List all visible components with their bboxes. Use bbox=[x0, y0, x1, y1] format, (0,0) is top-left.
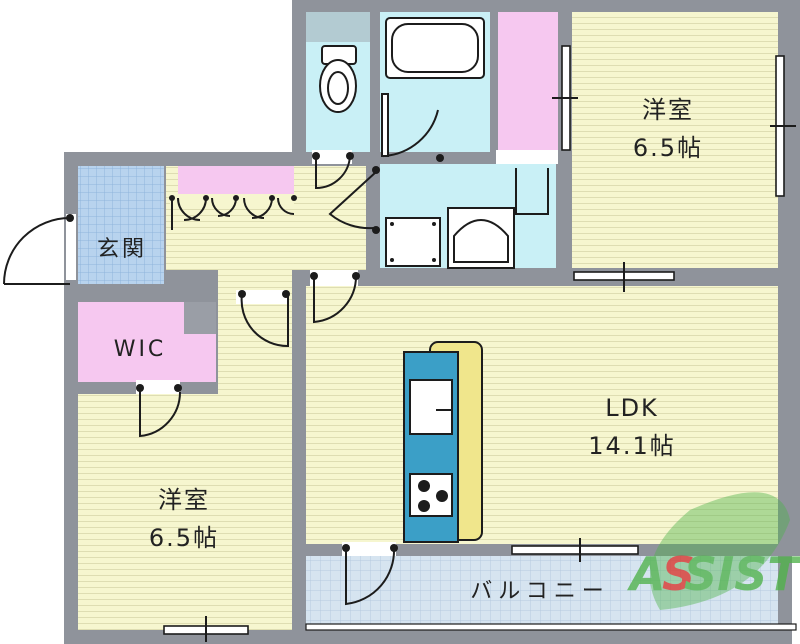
shoe-closet-doors[interactable] bbox=[169, 194, 297, 230]
wic-door[interactable] bbox=[136, 380, 182, 438]
north-bedroom-door[interactable] bbox=[496, 150, 558, 164]
ldk-floor bbox=[306, 286, 778, 544]
wic-label: WIC bbox=[114, 337, 167, 362]
entrance-label: 玄関 bbox=[97, 237, 147, 262]
bedroom-south-size: 6.5帖 bbox=[149, 524, 219, 552]
wash-counter bbox=[515, 168, 549, 215]
stove-icon bbox=[409, 473, 453, 517]
toilet-fixture bbox=[319, 45, 357, 113]
washing-machine-pan bbox=[385, 217, 441, 267]
closet-north bbox=[498, 12, 558, 152]
bedroom-north-name: 洋室 bbox=[642, 96, 694, 124]
entrance-floor bbox=[78, 166, 164, 284]
sink-icon bbox=[409, 379, 453, 435]
ldk-door[interactable] bbox=[310, 270, 360, 324]
bathroom-door[interactable] bbox=[381, 93, 444, 162]
washbasin-fixture bbox=[447, 207, 515, 269]
wic-corner bbox=[184, 302, 216, 334]
balcony-rail bbox=[305, 623, 797, 631]
assist-logo: A S SIST bbox=[627, 492, 800, 610]
bedroom-north-size: 6.5帖 bbox=[633, 134, 703, 162]
toilet-door[interactable] bbox=[312, 150, 354, 190]
ldk-name: LDK bbox=[605, 394, 659, 422]
washroom-door[interactable] bbox=[328, 166, 380, 234]
balcony-floor bbox=[306, 556, 778, 626]
entrance-door[interactable] bbox=[3, 214, 76, 285]
svg-text:A: A bbox=[627, 547, 666, 601]
svg-text:S: S bbox=[662, 547, 695, 601]
balcony-door[interactable] bbox=[342, 542, 398, 606]
balcony-label: バルコニー bbox=[470, 579, 610, 604]
bedroom-south-name: 洋室 bbox=[158, 486, 210, 514]
ldk-size: 14.1帖 bbox=[588, 432, 675, 460]
bedroom-south-floor bbox=[78, 394, 292, 630]
toilet-corner bbox=[306, 12, 370, 42]
shoe-closet bbox=[178, 166, 294, 194]
bedroom-north-floor bbox=[572, 12, 778, 268]
south-bedroom-door[interactable] bbox=[236, 290, 290, 348]
bathtub-fixture bbox=[385, 17, 485, 79]
window-ldk-balcony bbox=[511, 545, 639, 555]
svg-text:SIST: SIST bbox=[684, 547, 800, 601]
